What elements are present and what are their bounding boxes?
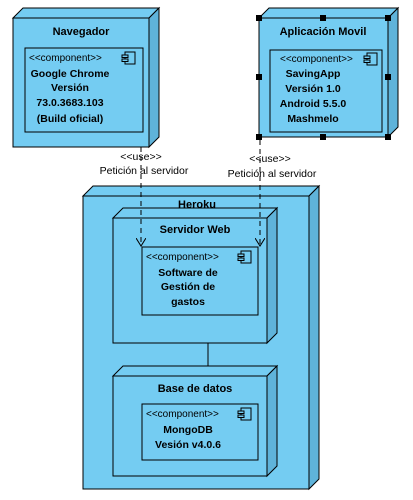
node-servidor-web-top-face	[111, 207, 279, 219]
component-line: Versión 1.0	[285, 83, 341, 95]
component-line: SavingApp	[286, 68, 341, 80]
resize-handle[interactable]	[320, 134, 326, 140]
node-aplicacion-movil-top-face	[257, 7, 400, 19]
resize-handle[interactable]	[256, 15, 262, 21]
component-line: Versión	[51, 82, 89, 94]
component-line: gastos	[171, 296, 205, 308]
node-title: Base de datos	[158, 383, 233, 395]
component-software-gestion-gastos[interactable]: <<component>> Software de Gestión de gas…	[141, 246, 259, 316]
component-stereotype: <<component>>	[146, 252, 219, 263]
component-stereotype: <<component>>	[146, 409, 219, 420]
resize-handle[interactable]	[256, 74, 262, 80]
component-line: MongoDB	[163, 424, 213, 436]
component-icon	[237, 250, 252, 264]
resize-handle[interactable]	[385, 134, 391, 140]
component-icon	[121, 51, 136, 65]
node-navegador-side-face	[148, 6, 160, 149]
component-line: Vesión v4.0.6	[155, 439, 221, 451]
node-base-de-datos-side-face	[266, 364, 278, 478]
resize-handle[interactable]	[320, 15, 326, 21]
connector-label: Petición al servidor	[100, 165, 189, 177]
node-heroku[interactable]: Heroku Servidor Web <<component>> Softwa…	[81, 184, 321, 491]
node-title: Navegador	[53, 26, 111, 38]
node-aplicacion-movil-side-face	[387, 6, 399, 139]
component-stereotype: <<component>>	[29, 53, 102, 64]
component-icon	[363, 52, 378, 66]
connector-label: Petición al servidor	[228, 168, 317, 180]
component-line: Google Chrome	[31, 68, 110, 80]
component-line: Software de	[158, 267, 218, 279]
connector-stereotype: <<use>>	[120, 151, 161, 163]
selection-handles[interactable]	[256, 15, 391, 140]
connector-stereotype: <<use>>	[249, 153, 290, 165]
node-navegador-top-face	[11, 7, 161, 19]
component-stereotype: <<component>>	[280, 54, 353, 65]
resize-handle[interactable]	[385, 15, 391, 21]
node-base-de-datos[interactable]: Base de datos <<component>> MongoDB Vesi…	[111, 364, 279, 478]
resize-handle[interactable]	[385, 74, 391, 80]
component-line: Gestión de	[161, 281, 215, 293]
component-box	[269, 49, 383, 133]
component-google-chrome[interactable]: <<component>> Google Chrome Versión 73.0…	[24, 47, 144, 133]
component-line: (Build oficial)	[37, 113, 104, 125]
component-line: Mashmelo	[287, 113, 338, 125]
component-line: Android 5.5.0	[280, 98, 347, 110]
node-heroku-top-face	[81, 185, 321, 197]
node-servidor-web[interactable]: Servidor Web <<component>> Software de G…	[111, 206, 279, 345]
component-icon	[237, 407, 252, 421]
component-savingapp[interactable]: <<component>> SavingApp Versión 1.0 Andr…	[269, 49, 383, 133]
node-aplicacion-movil[interactable]: Aplicación Movil <<component>> SavingApp…	[256, 6, 400, 140]
node-base-de-datos-top-face	[111, 365, 279, 377]
dependency-navegador-to-servidor[interactable]: <<use>> Petición al servidor	[100, 147, 189, 246]
node-title: Aplicación Movil	[280, 26, 367, 38]
component-mongodb[interactable]: <<component>> MongoDB Vesión v4.0.6	[141, 403, 259, 461]
node-navegador[interactable]: Navegador <<component>> Google Chrome Ve…	[11, 6, 161, 149]
node-servidor-web-side-face	[266, 206, 278, 345]
component-line: 73.0.3683.103	[36, 97, 103, 109]
dependency-app-to-servidor[interactable]: <<use>> Petición al servidor	[228, 140, 317, 246]
node-heroku-side-face	[308, 184, 320, 491]
resize-handle[interactable]	[256, 134, 262, 140]
node-title: Servidor Web	[160, 224, 231, 236]
